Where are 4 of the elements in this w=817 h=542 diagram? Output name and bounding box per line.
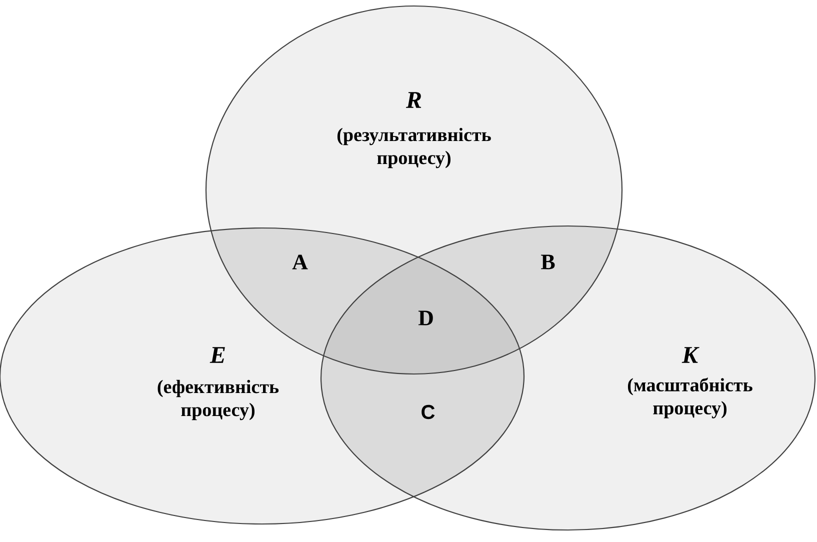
region-letter: D xyxy=(418,310,433,326)
region-letter: A xyxy=(292,254,308,270)
region-letter: B xyxy=(541,254,555,270)
region-letter: C xyxy=(422,404,435,420)
